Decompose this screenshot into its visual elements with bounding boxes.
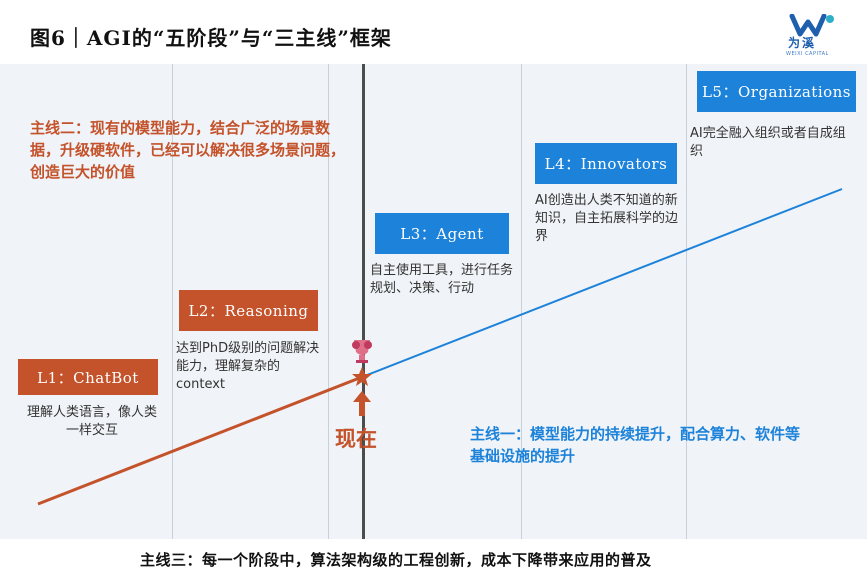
diagram-area — [0, 64, 867, 539]
stage-l5-desc: AI完全融入组织或者自成组织 — [690, 126, 846, 159]
stage-l2-label: L2：Reasoning — [179, 290, 318, 331]
arrow-up-icon — [353, 391, 371, 416]
title-bar: 图6｜AGI的“五阶段”与“三主线”框架 为溪 WEIXI CAPITAL — [0, 0, 867, 64]
trophy-icon — [352, 340, 372, 363]
stage-divider — [686, 64, 687, 539]
footer — [0, 539, 867, 579]
now-label: 现在 — [335, 427, 377, 451]
stage-divider — [521, 64, 522, 539]
stage-l4-desc: AI创造出人类不知道的新知识，自主拓展科学的边界 — [535, 193, 679, 244]
main-line-1-text: 主线一：模型能力的持续提升，配合算力、软件等基础设施的提升 — [470, 425, 801, 465]
star-icon — [352, 367, 372, 386]
logo-subtext: WEIXI CAPITAL — [786, 51, 829, 57]
stage-l4-label: L4：Innovators — [535, 143, 677, 184]
page-title: 图6｜AGI的“五阶段”与“三主线”框架 — [30, 26, 392, 50]
main-line-3-text: 主线三：每一个阶段中，算法架构级的工程创新，成本下降带来应用的普及 — [140, 551, 652, 569]
main-line-2-text: 主线二：现有的模型能力，结合广泛的场景数据，升级硬软件，已经可以解决很多场景问题… — [30, 119, 346, 181]
main-line-2-trend — [37, 375, 363, 506]
stage-divider — [328, 64, 329, 539]
stage-l1-label: L1：ChatBot — [18, 359, 158, 395]
stage-l3-label: L3：Agent — [375, 213, 509, 254]
main-line-1-trend — [361, 188, 843, 378]
stage-l2-desc: 达到PhD级别的问题解决能力，理解复杂的context — [176, 341, 320, 392]
now-line — [362, 64, 365, 539]
logo-text: 为溪 — [788, 36, 817, 50]
logo-icon — [789, 14, 834, 37]
stage-l1-desc: 理解人类语言，像人类一样交互 — [26, 405, 157, 438]
stage-l3-desc: 自主使用工具，进行任务规划、决策、行动 — [370, 263, 514, 296]
stage-divider — [172, 64, 173, 539]
stage-l5-label: L5：Organizations — [697, 71, 856, 112]
